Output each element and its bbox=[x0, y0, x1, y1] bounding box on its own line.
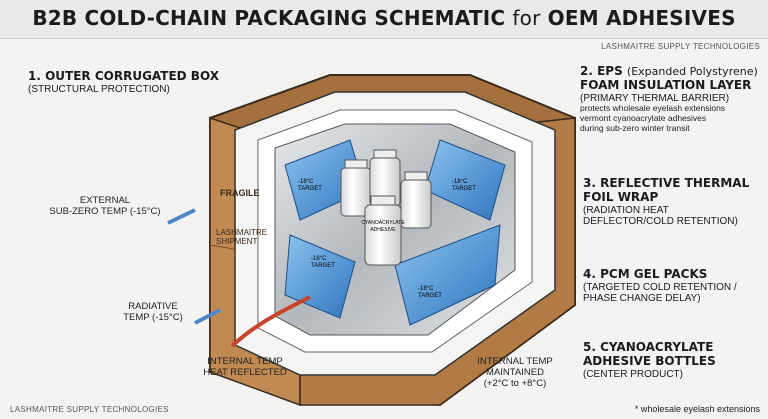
svg-text:TARGET: TARGET bbox=[298, 186, 322, 192]
svg-text:CYANOACRYLATE: CYANOACRYLATE bbox=[361, 220, 405, 226]
svg-text:-18°C: -18°C bbox=[452, 179, 468, 185]
svg-text:-18°C: -18°C bbox=[298, 179, 314, 185]
svg-text:-18°C: -18°C bbox=[311, 256, 327, 262]
adhesive-bottles bbox=[340, 149, 432, 266]
callout-pcm: 4. PCM GEL PACKS (TARGETED COLD RETENTIO… bbox=[583, 267, 737, 305]
svg-text:TARGET: TARGET bbox=[418, 293, 442, 299]
page-title: B2B COLD-CHAIN PACKAGING SCHEMATIC for O… bbox=[32, 6, 736, 30]
diagram-text: -18°C TARGET -18°C TARGET -18°C TARGET -… bbox=[216, 179, 476, 299]
header-bar bbox=[0, 0, 768, 39]
brand-label-top: LASHMAITRE SUPPLY TECHNOLOGIES bbox=[601, 42, 760, 51]
brand-label-bottom: LASHMAITRE SUPPLY TECHNOLOGIES bbox=[10, 405, 169, 414]
svg-text:LASHMAITRE: LASHMAITRE bbox=[216, 228, 267, 237]
svg-text:FRAGILE: FRAGILE bbox=[220, 188, 260, 198]
callout-bottles: 5. CYANOACRYLATE ADHESIVE BOTTLES (CENTE… bbox=[583, 340, 716, 380]
svg-text:ADHESIVE: ADHESIVE bbox=[370, 227, 396, 233]
svg-text:TARGET: TARGET bbox=[311, 263, 335, 269]
temperature-arrows bbox=[167, 208, 311, 348]
callout-eps: 2. EPS (Expanded Polystyrene) FOAM INSUL… bbox=[580, 64, 758, 133]
svg-text:TARGET: TARGET bbox=[452, 186, 476, 192]
callout-foil: 3. REFLECTIVE THERMAL FOIL WRAP (RADIATI… bbox=[583, 176, 750, 228]
svg-text:-18°C: -18°C bbox=[418, 286, 434, 292]
footnote: * wholesale eyelash extensions bbox=[634, 404, 760, 414]
svg-text:SHIPMENT: SHIPMENT bbox=[216, 237, 257, 246]
callout-outer-box: 1. OUTER CORRUGATED BOX (STRUCTURAL PROT… bbox=[28, 69, 219, 95]
